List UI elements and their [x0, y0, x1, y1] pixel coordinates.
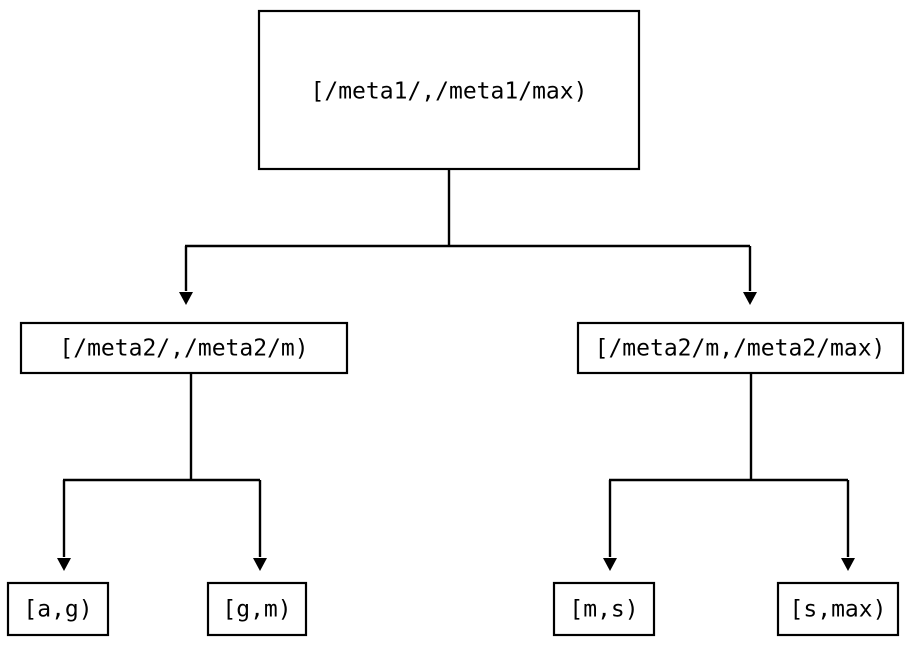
- node-leaf-4-box[interactable]: [776, 581, 900, 637]
- node-mid-left-box[interactable]: [19, 321, 349, 375]
- node-root[interactable]: [/meta1/,/meta1/max): [257, 9, 641, 171]
- arrowhead-midleft-to-leaf-1: [57, 558, 71, 571]
- node-mid-right-box[interactable]: [576, 321, 905, 375]
- edge-group-mid-left: [57, 373, 267, 571]
- edge-midright-to-leaves-connector: [608, 373, 850, 557]
- node-mid-right-label: [/meta2/m,/meta2/max): [595, 336, 886, 362]
- node-mid-right[interactable]: [/meta2/m,/meta2/max): [576, 321, 905, 375]
- node-leaf-2-box[interactable]: [206, 581, 308, 637]
- node-leaf-4[interactable]: [s,max): [776, 581, 900, 637]
- node-leaf-1-label: [a,g): [23, 597, 92, 623]
- node-leaf-1[interactable]: [a,g): [6, 581, 110, 637]
- node-leaf-2[interactable]: [g,m): [206, 581, 308, 637]
- node-leaf-3-label: [m,s): [569, 597, 638, 623]
- node-mid-left[interactable]: [/meta2/,/meta2/m): [19, 321, 349, 375]
- arrowhead-midright-to-leaf-4: [841, 558, 855, 571]
- node-root-box[interactable]: [257, 9, 641, 171]
- arrowhead-midleft-to-leaf-2: [253, 558, 267, 571]
- node-root-label: [/meta1/,/meta1/max): [311, 79, 588, 105]
- node-leaf-4-label: [s,max): [790, 597, 887, 623]
- edge-root-to-mid-connector: [184, 169, 752, 291]
- edge-midleft-to-leaves-connector: [62, 373, 262, 557]
- node-mid-left-label: [/meta2/,/meta2/m): [59, 336, 308, 362]
- node-leaf-1-box[interactable]: [6, 581, 110, 637]
- edge-group-root: [179, 169, 757, 305]
- edge-group-mid-right: [603, 373, 855, 571]
- arrowhead-root-to-mid-right: [743, 292, 757, 305]
- node-leaf-3[interactable]: [m,s): [552, 581, 656, 637]
- node-leaf-3-box[interactable]: [552, 581, 656, 637]
- arrowhead-midright-to-leaf-3: [603, 558, 617, 571]
- arrowhead-root-to-mid-left: [179, 292, 193, 305]
- node-leaf-2-label: [g,m): [222, 597, 291, 623]
